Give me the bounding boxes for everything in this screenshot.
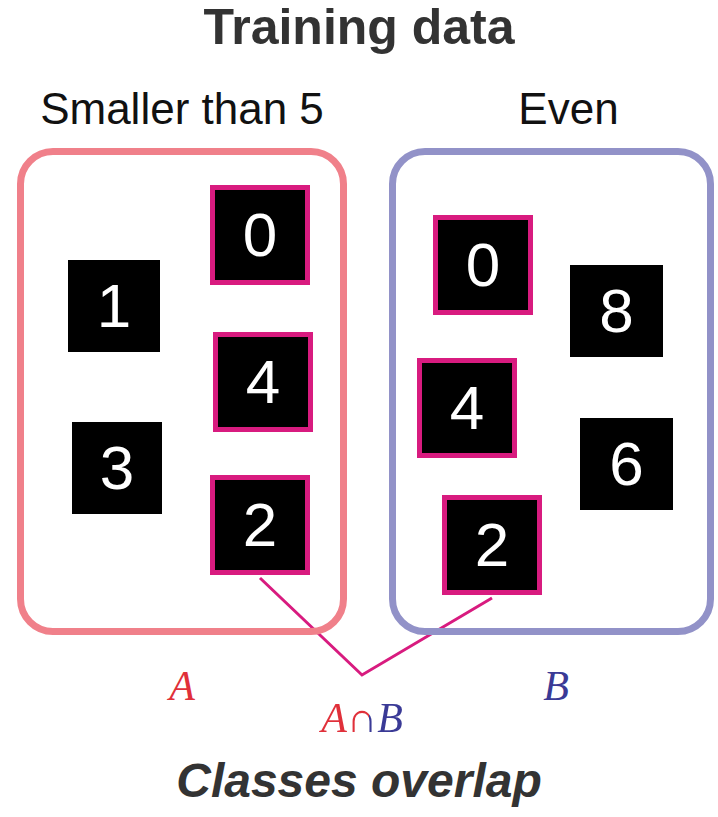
digit-glyph: 4 [450, 377, 484, 439]
overlap-digit-image: 2 [210, 475, 310, 575]
digit-image: 8 [570, 265, 663, 357]
class-set-box: Smaller than 501432 [17, 148, 347, 635]
title: Training data [0, 0, 718, 58]
digit-image: 3 [72, 422, 162, 514]
overlap-digit-image: 4 [417, 358, 517, 458]
set-symbol: A∩B [318, 694, 406, 742]
digit-glyph: 6 [609, 433, 643, 495]
digit-glyph: 0 [466, 234, 500, 296]
digit-glyph: 3 [100, 437, 134, 499]
overlap-digit-image: 2 [442, 495, 542, 595]
digit-glyph: 8 [599, 280, 633, 342]
digit-glyph: 2 [243, 494, 277, 556]
digit-glyph: 0 [243, 204, 277, 266]
set-heading: Smaller than 5 [0, 83, 370, 135]
overlap-digit-image: 0 [433, 215, 533, 315]
set-symbol: B [540, 662, 572, 710]
overlap-digit-image: 4 [213, 332, 313, 432]
overlap-digit-image: 0 [210, 185, 310, 285]
digit-image: 6 [580, 418, 673, 510]
caption: Classes overlap [0, 752, 718, 810]
digit-glyph: 2 [475, 514, 509, 576]
set-heading: Even [383, 83, 718, 135]
set-symbol: A [166, 662, 198, 710]
digit-glyph: 4 [246, 351, 280, 413]
digit-image: 1 [68, 260, 160, 352]
class-set-box: Even08462 [389, 148, 714, 635]
digit-glyph: 1 [97, 275, 131, 337]
